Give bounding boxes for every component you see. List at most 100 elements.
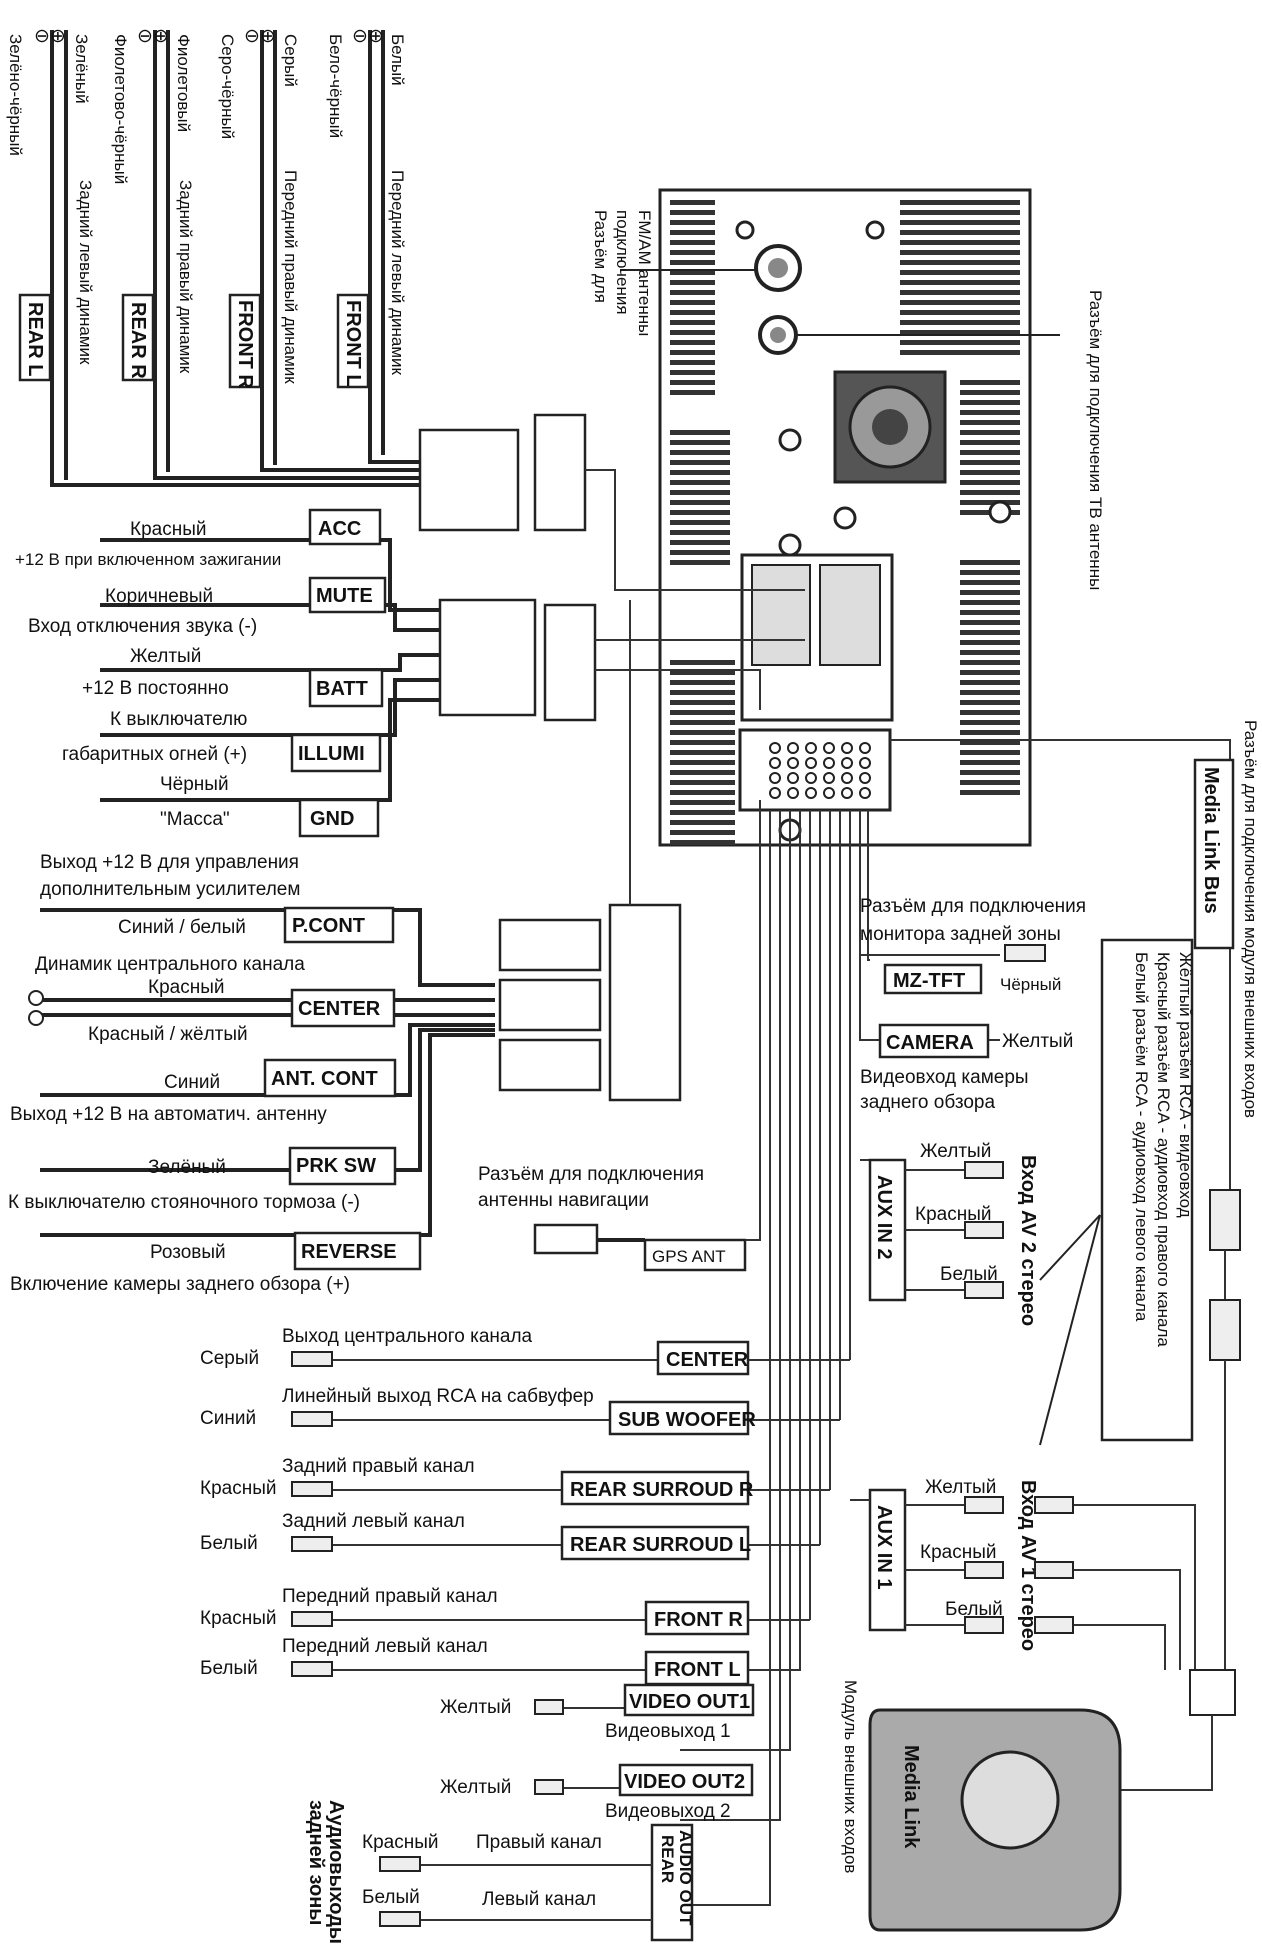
power-desc: габаритных огней (+) [62,744,247,765]
output-tag: CENTER [666,1349,749,1371]
control-tag-center: CENTER [298,998,381,1020]
media-link-side: Модуль внешних входов [841,1680,860,1873]
video-desc: Видеовыход 1 [605,1721,731,1742]
mztft-desc: Разъём для подключения [860,896,1086,917]
output-desc: Задний левый канал [282,1511,465,1532]
power-section: ACC Красный +12 В при включенном зажиган… [15,508,805,838]
video-outputs: VIDEO OUT1 Желтый Видеовыход 1 VIDEO OUT… [440,1683,755,1822]
rca-plug-icon [1034,1616,1074,1634]
power-color: Коричневый [105,586,213,607]
power-tag-illumi: ILLUMI [298,743,365,765]
speaker-polarity: ⊖⊕ [352,26,384,47]
camera-desc: Видеовход камеры [860,1067,1029,1088]
rca-note-line: Белый разъём RCA - аудиовход левого кана… [1132,952,1151,1322]
rca-jack-icon [964,1281,1004,1299]
aux2-c3: Белый [940,1264,998,1285]
power-tag-mute: MUTE [316,585,373,607]
aux2-side: Вход AV 2 стерео [1017,1155,1039,1326]
rear-audio-tag: AUDIO OUT [676,1830,695,1926]
output-tag: SUB WOOFER [618,1409,756,1431]
control-desc: Включение камеры заднего обзора (+) [10,1274,350,1295]
control-desc: К выключателю стояночного тормоза (-) [8,1192,360,1213]
rca-plug-icon [1034,1496,1074,1514]
control-connector [608,903,682,1102]
speaker-desc: Задний левый динамик [76,180,95,365]
power-color: Красный [130,519,206,540]
control-color: Розовый [150,1242,226,1263]
output-color: Белый [200,1533,258,1554]
speaker-wire-minus: Бело-чёрный [326,34,345,138]
speaker-wires [50,30,805,591]
speaker-wire-plus: Фиолетовый [174,34,193,132]
speaker-polarity: ⊖⊕ [34,26,66,47]
speaker-tag-rear-l: REAR L [24,302,46,376]
output-tag: FRONT L [654,1659,741,1681]
rca-plug-icon [379,1856,421,1872]
control-desc: Динамик центрального канала [35,954,305,975]
speaker-polarity: ⊖⊕ [244,26,276,47]
camera-desc: заднего обзора [860,1092,995,1113]
camera-section: CAMERA Желтый Видеовход камеры заднего о… [860,1023,1073,1113]
rear-audio-color: Белый [362,1887,420,1908]
rca-plug-icon [379,1911,421,1927]
control-tag-antcont: ANT. CONT [271,1068,378,1090]
mztft-tag: MZ-TFT [893,970,965,992]
rca-plug-icon [534,1779,564,1795]
rear-audio-desc: Левый канал [482,1889,596,1910]
aux2-c1: Желтый [920,1141,991,1162]
output-color: Серый [200,1348,259,1369]
output-color: Красный [200,1608,276,1629]
mz-tft-section: Разъём для подключения монитора задней з… [860,896,1086,995]
rca-jack-icon [964,1561,1004,1579]
rear-audio-out: REAR AUDIO OUT Красный Правый канал Белы… [305,1800,695,1944]
video-color: Желтый [440,1697,511,1718]
speaker-tag-front-l: FRONT L [342,300,364,387]
mztft-desc: монитора задней зоны [860,924,1061,945]
minus-terminal-icon [28,1010,44,1026]
power-tag-gnd: GND [310,808,354,830]
output-desc: Выход центрального канала [282,1326,533,1347]
bus-connector-icon [1209,1299,1241,1361]
rear-audio-side: Аудиовыходы [325,1800,347,1944]
rca-note-line: Жёлтый разъём RCA - видеовход [1176,952,1195,1218]
speaker-connector [533,413,587,532]
aux-in-1: AUX IN 1 Желтый Красный Белый Вход AV 1 … [850,1477,1236,1791]
camera-tag: CAMERA [886,1032,974,1054]
aux-in-2: AUX IN 2 Желтый Красный Белый Вход AV 2 … [860,1141,1039,1326]
speaker-wire-minus: Фиолетово-чёрный [111,34,130,184]
rca-plug-icon [291,1481,333,1497]
head-unit [658,188,1032,847]
power-color: Чёрный [160,774,229,795]
rca-plug-icon [534,1699,564,1715]
video-color: Желтый [440,1777,511,1798]
video-tag: VIDEO OUT1 [629,1691,750,1713]
gps-section: Разъём для подключения антенны навигации… [478,800,761,1272]
gps-desc: Разъём для подключения [478,1164,704,1185]
power-desc: "Масса" [160,809,230,830]
output-color: Белый [200,1658,258,1679]
rear-audio-desc: Правый канал [476,1832,602,1853]
control-tag-prksw: PRK SW [296,1155,376,1177]
output-desc: Передний левый канал [282,1636,488,1657]
control-color: Красный [148,977,224,998]
rear-audio-color: Красный [362,1832,438,1853]
tv-antenna-label: Разъём для подключения ТВ антенны [1086,290,1105,590]
aux2-tag: AUX IN 2 [873,1175,895,1259]
rca-plug-icon [1034,1561,1074,1579]
speaker-desc: Передний левый динамик [388,170,407,376]
output-color: Красный [200,1478,276,1499]
bus-connector-icon [1209,1189,1241,1251]
speaker-wire-minus: Зелёно-чёрный [6,34,25,156]
rca-plug-icon [291,1536,333,1552]
mztft-color: Чёрный [1000,975,1061,994]
output-desc: Линейный выход RCA на сабвуфер [282,1386,594,1407]
control-tag-reverse: REVERSE [301,1241,397,1263]
rca-plug-icon [1004,944,1046,962]
output-tag: REAR SURROUD L [570,1534,751,1556]
aux1-tag: AUX IN 1 [873,1505,895,1589]
speaker-wire-plus: Белый [388,34,407,86]
speaker-desc: Передний правый динамик [281,170,300,384]
